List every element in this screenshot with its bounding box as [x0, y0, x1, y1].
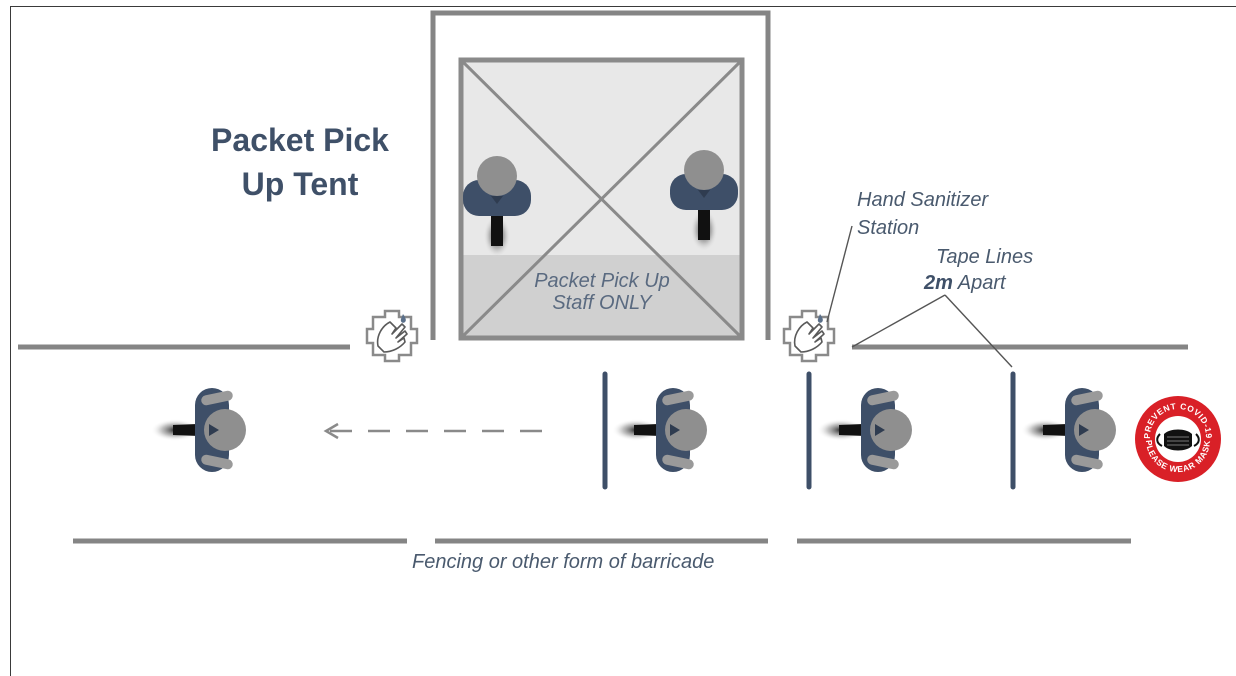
- tent-title-line2: Up Tent: [241, 166, 359, 202]
- participant-person: [151, 388, 246, 472]
- tent-title-line1: Packet Pick: [211, 122, 389, 158]
- callout-lines: [826, 225, 1013, 368]
- tape-apart: Apart: [957, 272, 1006, 294]
- tape-lines-line1: Tape Lines: [936, 246, 1034, 268]
- frame-left-border: [10, 6, 11, 676]
- participant-person: [612, 388, 707, 472]
- frame-top-border: [10, 6, 1236, 7]
- sanitizer-label: Hand Sanitizer Station: [857, 186, 988, 242]
- tape-lines-line2: 2m Apart: [924, 270, 1033, 296]
- tent-walls: [430, 10, 771, 340]
- staff-only-label: Packet Pick Up Staff ONLY: [490, 270, 714, 314]
- tape-lines-label: Tape Lines 2m Apart: [924, 244, 1034, 296]
- sanitizer-line1: Hand Sanitizer: [857, 189, 989, 211]
- sanitizer-line2: Station: [857, 217, 920, 239]
- participant-person: [1021, 388, 1116, 472]
- staff-only-line2: Staff ONLY: [552, 292, 652, 314]
- staff-only-line1: Packet Pick Up: [534, 270, 670, 292]
- participant-person: [817, 388, 912, 472]
- mask-sign-icon: PREVENT COVID-19 PLEASE WEAR MASK: [1135, 396, 1221, 482]
- tent-title: Packet Pick Up Tent: [190, 118, 410, 206]
- fencing-caption: Fencing or other form of barricade: [412, 551, 715, 573]
- hand-sanitizer-icon: [782, 309, 836, 363]
- hand-sanitizer-icon: [365, 309, 419, 363]
- direction-arrow-icon: [323, 422, 548, 440]
- tape-lines: [602, 371, 1016, 490]
- tape-distance: 2m: [924, 272, 953, 294]
